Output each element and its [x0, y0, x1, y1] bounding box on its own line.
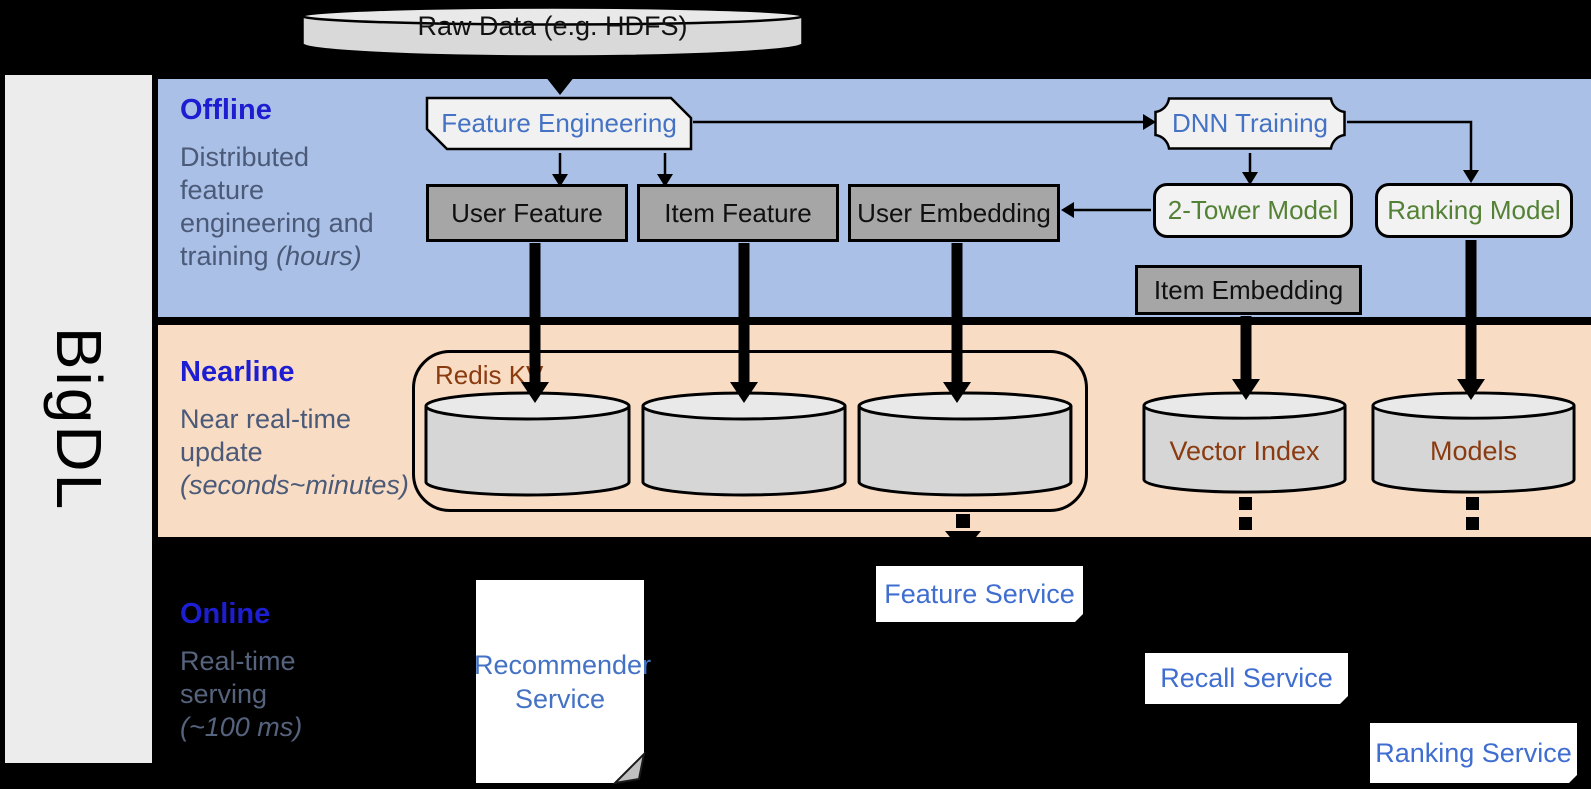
item-feature-node: Item Feature [637, 184, 839, 242]
feature-store-cylinder-1 [423, 390, 632, 498]
dnn-training-node: DNN Training [1153, 96, 1347, 151]
document-shape [476, 580, 646, 785]
online-subtitle-line: Real-time [180, 646, 296, 676]
arrow-dnn-to-two-tower [1242, 153, 1258, 185]
feature-service-label: Feature Service [884, 578, 1075, 609]
online-title: Online [180, 598, 271, 630]
cylinder-shape [857, 391, 1073, 497]
offline-subtitle-line: Distributed [180, 142, 310, 172]
online-band-label: Online Real-time serving (~100 ms) [180, 598, 440, 744]
feature-store-cylinder-3 [856, 390, 1074, 498]
feature-engineering-node: Feature Engineering [425, 96, 693, 151]
arrow-item-embedding-to-vector-index [1232, 316, 1260, 400]
arrow-item-feature-to-store [730, 243, 758, 403]
two-tower-model-node: 2-Tower Model [1153, 183, 1353, 238]
dashed-link-vector-index [1239, 497, 1252, 530]
cylinder-shape [1142, 391, 1347, 494]
feature-service-node: Feature Service [876, 566, 1083, 622]
cylinder-shape [301, 6, 804, 58]
raw-data-label: Raw Data (e.g. HDFS) [417, 11, 688, 41]
offline-subtitle-line: training (hours) [180, 241, 362, 271]
recommender-service-label: Recommender Service [474, 650, 652, 714]
arrow-fe-to-dnn-training [693, 114, 1156, 130]
arrow-user-feature-to-store [521, 243, 549, 403]
feature-store-cylinder-2 [640, 390, 848, 498]
offline-band-label: Offline Distributed feature engineering … [180, 94, 440, 273]
vector-index-store: Vector Index [1141, 390, 1348, 495]
raw-data-store: Raw Data (e.g. HDFS) [300, 5, 805, 62]
ranking-model-label: Ranking Model [1387, 195, 1561, 225]
cylinder-shape [641, 391, 847, 497]
user-feature-node: User Feature [426, 184, 628, 242]
arrow-ranking-model-to-models [1457, 240, 1485, 400]
arrow-fe-to-user-feature [552, 153, 568, 187]
arrow-rawdata-to-feature-engineering [545, 57, 575, 95]
nearline-subtitle-line: Near real-time [180, 404, 352, 434]
recommender-service-node: Recommender Service [474, 578, 652, 785]
offline-title: Offline [180, 94, 272, 126]
user-embedding-node: User Embedding [848, 184, 1060, 242]
arrow-user-embedding-to-store [943, 243, 971, 403]
item-embedding-label: Item Embedding [1153, 274, 1344, 305]
dnn-training-label: DNN Training [1171, 108, 1329, 138]
models-label: Models [1429, 436, 1518, 466]
user-feature-label: User Feature [451, 197, 603, 228]
user-embedding-label: User Embedding [857, 197, 1051, 228]
arrow-fe-to-item-feature [657, 153, 673, 187]
arrow-redis-to-feature-service [945, 514, 981, 553]
nearline-band-label: Nearline Near real-time update (seconds~… [180, 356, 440, 502]
recall-service-node: Recall Service [1145, 653, 1348, 704]
offline-subtitle-line: engineering and [180, 208, 374, 238]
arrow-two-tower-to-user-embedding [1061, 202, 1151, 218]
offline-subtitle-line: feature [180, 175, 265, 205]
two-tower-model-label: 2-Tower Model [1167, 195, 1339, 225]
online-subtitle-line: serving [180, 679, 268, 709]
clipped-rect-shape [425, 96, 693, 151]
item-feature-label: Item Feature [664, 197, 812, 228]
ranking-service-label: Ranking Service [1375, 737, 1572, 768]
bigdl-sidebar: BigDL [5, 75, 152, 763]
item-embedding-node: Item Embedding [1135, 265, 1362, 315]
nearline-title: Nearline [180, 356, 295, 388]
recall-service-label: Recall Service [1160, 663, 1333, 693]
ranking-model-node: Ranking Model [1375, 183, 1573, 238]
ranking-service-node: Ranking Service [1370, 723, 1577, 783]
dashed-link-models [1466, 497, 1479, 530]
feature-engineering-label: Feature Engineering [441, 108, 677, 138]
plaque-shape [1154, 97, 1346, 150]
vector-index-label: Vector Index [1169, 436, 1320, 466]
nearline-subtitle-line: (seconds~minutes) [180, 470, 409, 500]
online-subtitle-line: (~100 ms) [180, 712, 303, 742]
nearline-subtitle-line: update [180, 437, 263, 467]
arrow-dnn-to-ranking-model [1347, 120, 1479, 183]
cylinder-shape [424, 391, 631, 497]
